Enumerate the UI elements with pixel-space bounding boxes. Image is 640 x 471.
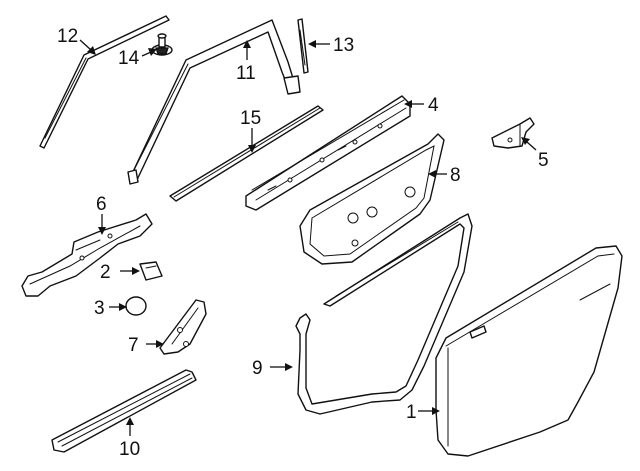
callout-15: 15 (240, 108, 261, 129)
callout-13: 13 (333, 35, 354, 56)
callout-2: 2 (100, 262, 111, 283)
part-13-trim-strip[interactable] (297, 18, 309, 74)
part-1-outer-door-shell[interactable] (435, 245, 623, 457)
part-6-bracket-assembly[interactable] (21, 213, 153, 297)
part-7-mirror-mount[interactable] (159, 299, 207, 355)
part-5-bracket[interactable] (491, 117, 535, 149)
leader-lines (79, 39, 537, 436)
part-3-round-plug[interactable] (125, 296, 147, 316)
callout-12: 12 (57, 26, 78, 47)
part-4-reinforcement-rail[interactable] (245, 95, 411, 211)
part-10-sill-molding[interactable] (51, 369, 197, 453)
callout-9: 9 (252, 358, 263, 379)
part-8-inner-door-panel[interactable] (299, 133, 445, 265)
callout-11: 11 (236, 63, 256, 84)
callout-7: 7 (128, 335, 139, 356)
part-2-pad[interactable] (139, 261, 163, 281)
part-15-belt-molding[interactable] (169, 105, 324, 202)
callout-8: 8 (450, 165, 461, 186)
part-12-window-channel-strip[interactable] (39, 15, 170, 149)
callout-4: 4 (428, 95, 439, 116)
callout-labels: 1 2 3 4 5 6 7 8 9 10 11 12 13 14 15 (57, 26, 549, 460)
callout-14: 14 (118, 48, 140, 69)
callout-3: 3 (94, 298, 105, 319)
part-14-clip[interactable] (151, 33, 173, 56)
callout-5: 5 (538, 150, 549, 171)
part-9-door-weatherstrip[interactable] (295, 213, 473, 415)
callout-6: 6 (96, 194, 107, 215)
part-11-door-frame-channel[interactable] (127, 19, 301, 185)
callout-1: 1 (406, 402, 417, 423)
callout-10: 10 (119, 439, 140, 460)
